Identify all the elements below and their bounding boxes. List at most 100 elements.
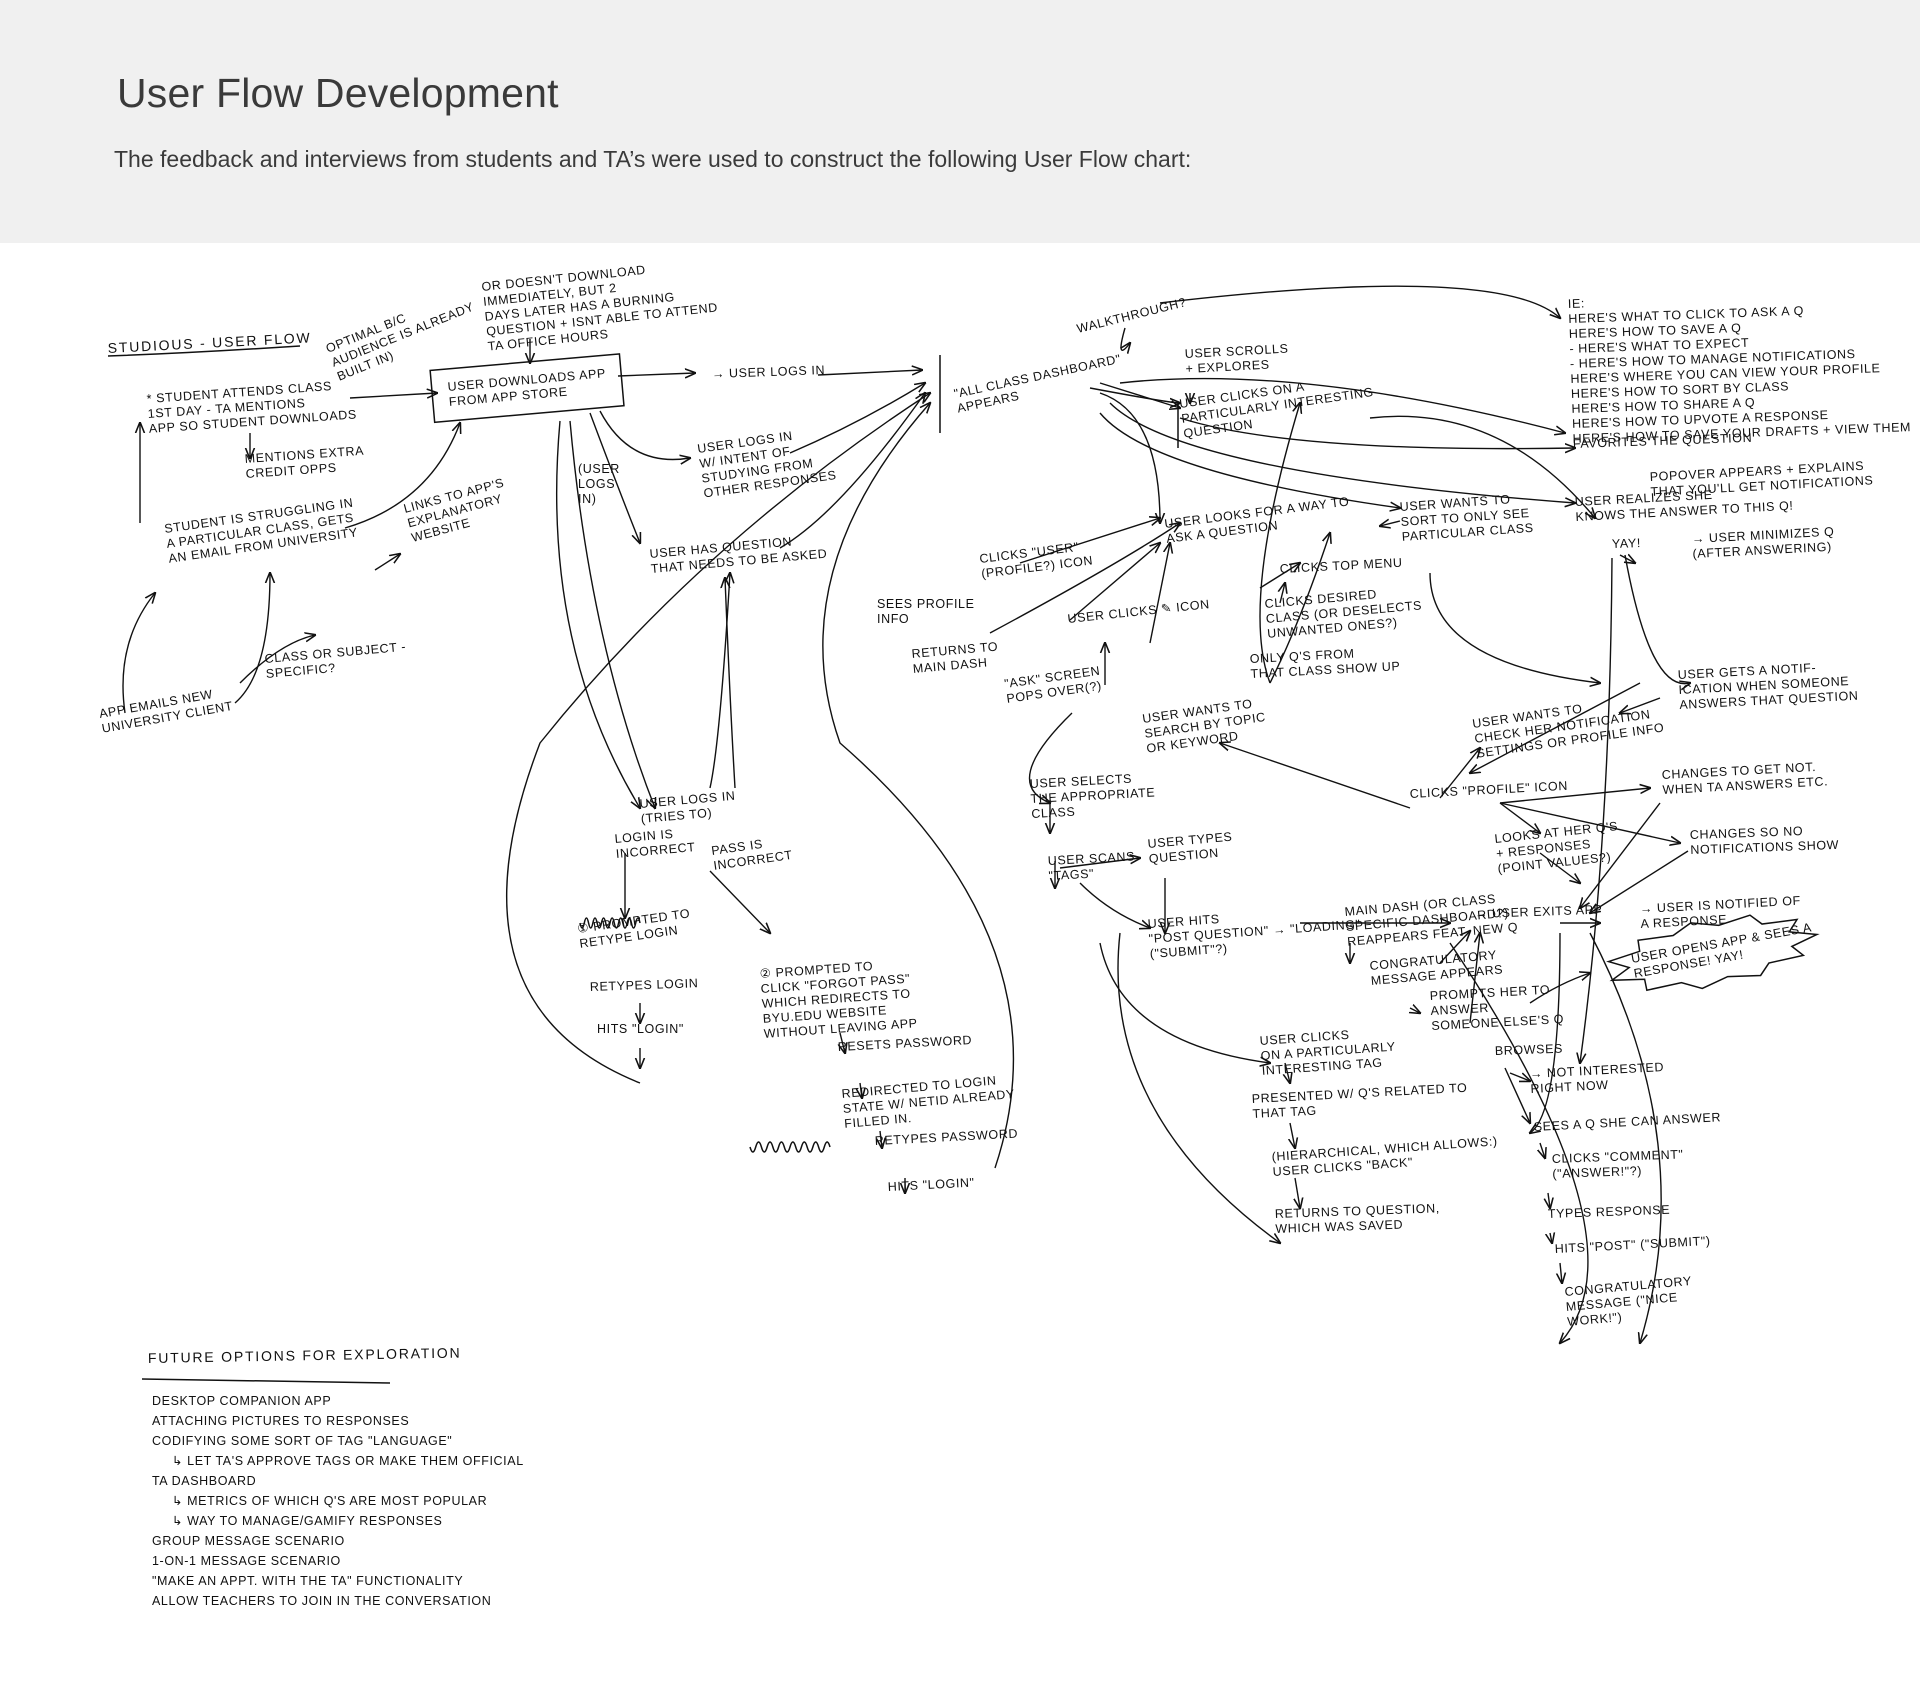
flow-arrow xyxy=(1119,377,1565,433)
flow-arrow xyxy=(1580,557,1613,1063)
flow-arrow xyxy=(1099,392,1160,523)
flow-arrow xyxy=(1159,285,1560,318)
flow-arrow xyxy=(1220,743,1411,809)
flow-node-hits-post: hits "post" ("submit") xyxy=(1554,1234,1710,1256)
node-text-line: prompts her to xyxy=(1429,983,1550,1003)
flow-arrow xyxy=(1504,1067,1530,1123)
node-text-line: clicks "profile" icon xyxy=(1409,779,1568,801)
flow-arrow xyxy=(349,393,437,398)
flow-node-student-struggling: Student is struggling ina particular cla… xyxy=(163,496,358,566)
flow-node-congrats-nice: congratulatorymessage ("nicework!") xyxy=(1564,1274,1692,1329)
flow-node-mentions-extra: mentions extracredit opps xyxy=(244,444,364,481)
flow-arrow xyxy=(1109,402,1575,503)
flow-arrow xyxy=(1529,973,1590,1004)
flow-node-prompted-forgot: ② prompted toclick "forgot pass"which re… xyxy=(759,959,918,1041)
flow-arrow xyxy=(1470,682,1641,773)
node-text-line: class or subject - xyxy=(264,640,407,666)
flow-node-user-looks: user looks for a way toask a question xyxy=(1164,494,1350,545)
flow-node-user-selects: user selectsthe appropriateclass xyxy=(1029,772,1155,821)
flow-arrow xyxy=(1280,583,1285,604)
page-header: User Flow Development The feedback and i… xyxy=(0,0,1920,243)
flow-node-hits-login-2: hits "login" xyxy=(887,1175,975,1194)
future-option-item: "make an appt. with the TA" functionalit… xyxy=(152,1574,463,1588)
flow-arrow xyxy=(556,420,640,808)
flow-arrow xyxy=(1295,1177,1300,1208)
flow-arrow xyxy=(1179,417,1575,449)
flow-arrow xyxy=(1509,1072,1530,1081)
flow-arrow xyxy=(1028,712,1073,803)
flow-arrow xyxy=(569,420,655,808)
node-text-line: question xyxy=(1148,846,1219,866)
flow-node-prompted-retype: ① prompted toretype login xyxy=(576,906,691,951)
node-text-line: someone else's Q xyxy=(1431,1012,1564,1033)
node-text-line: incorrect xyxy=(615,840,696,861)
node-text-line: user clicks ✎ icon xyxy=(1067,597,1211,626)
flow-edges xyxy=(122,285,1690,1343)
flow-arrow xyxy=(1019,518,1160,564)
flow-arrow xyxy=(1439,748,1480,799)
page-subtitle: The feedback and interviews from student… xyxy=(114,146,1192,172)
flow-node-user-wants-search: user wants tosearch by topicor keyword xyxy=(1141,697,1266,756)
flow-arrow xyxy=(1259,563,1300,589)
future-option-item: Desktop companion app xyxy=(152,1394,331,1408)
flow-node-resets-password: resets password xyxy=(837,1033,972,1054)
flow-arrow xyxy=(1069,543,1160,621)
node-text-line: here's how to share a Q xyxy=(1571,396,1755,416)
flow-node-user-wants-check: user wants tocheck her notificationsetti… xyxy=(1471,702,1665,761)
flow-node-user-clicks-tag: user clickson a particularlyinteresting … xyxy=(1259,1028,1396,1078)
node-text-line: logs xyxy=(578,477,615,491)
flow-node-user-has-question: user has questionthat needs to be asked xyxy=(649,535,828,576)
future-options-title: Future options for exploration xyxy=(148,1345,462,1366)
flow-node-presented: presented w/ Q's related tothat tag xyxy=(1251,1081,1467,1121)
flow-arrow xyxy=(1380,521,1401,526)
flow-node-clicks-desired: clicks desiredclass (or deselectsunwante… xyxy=(1264,587,1423,641)
node-text-line: "tags" xyxy=(1048,867,1094,883)
flow-node-redirected: redirected to loginstate w/ netid alread… xyxy=(841,1073,1015,1131)
flow-arrow xyxy=(1429,572,1600,683)
node-text-line: user scrolls xyxy=(1184,342,1288,361)
flow-arrow xyxy=(1499,802,1540,833)
flow-node-not-interested: → not interestedright now xyxy=(1529,1060,1664,1096)
flow-node-pass-incorrect: pass isincorrect xyxy=(710,837,793,873)
flow-arrow xyxy=(1059,858,1140,869)
flow-arrow xyxy=(1285,1062,1290,1083)
node-text-line: favorites the question xyxy=(1573,431,1753,451)
flow-arrow xyxy=(789,383,925,454)
node-text-line: + explores xyxy=(1185,358,1270,376)
node-text-line: which was saved xyxy=(1275,1218,1403,1236)
node-text-line: user selects xyxy=(1029,772,1132,791)
node-text-line: ("answer!"?) xyxy=(1552,1164,1642,1181)
flow-node-user-exits: → user exits app xyxy=(1475,903,1603,921)
node-text-line: info xyxy=(877,612,909,626)
node-text-line: credit opps xyxy=(245,461,337,481)
flow-arrow xyxy=(779,393,925,549)
node-text-line: specific? xyxy=(265,661,336,681)
flow-node-yay: yay! xyxy=(1612,536,1642,551)
node-text-line: "All class dashboard" xyxy=(953,352,1123,401)
node-text-line: right now xyxy=(1530,1078,1609,1096)
node-text-line: IE: xyxy=(1568,296,1586,311)
node-text-line: sees profile xyxy=(877,597,975,611)
node-text-line: ("submit"?) xyxy=(1149,942,1228,961)
flow-node-user-logs-in-intent: user logs inw/ intent ofstudying fromoth… xyxy=(696,429,837,501)
node-text-line: changes so no xyxy=(1690,824,1804,842)
flow-node-user-scrolls: user scrolls+ explores xyxy=(1184,342,1288,376)
flow-node-changes-get-not: changes to get not.when TA answers etc. xyxy=(1661,760,1828,797)
flow-arrow xyxy=(1560,1262,1562,1283)
node-text-line: a response xyxy=(1640,912,1727,931)
flow-node-user-types-q: user typesquestion xyxy=(1147,830,1233,866)
flow-node-app-emails: App emails newuniversity client xyxy=(98,687,234,736)
flow-arrow xyxy=(344,423,460,529)
node-text-line: filled in. xyxy=(844,1111,913,1131)
flow-node-looks-at-qs: looks at her Q's+ responses(point values… xyxy=(1494,819,1619,876)
flow-arrow xyxy=(1117,932,1280,1243)
flow-node-clicks-comment: clicks "comment"("answer!"?) xyxy=(1552,1147,1684,1181)
node-text-line: yay! xyxy=(1612,536,1642,551)
bracket-line xyxy=(939,355,1179,448)
node-box-outline xyxy=(429,353,625,424)
flow-node-prompts-her: prompts her toanswersomeone else's Q xyxy=(1429,983,1564,1033)
node-text-line: user clicks xyxy=(1259,1028,1350,1048)
node-text-line: (tries to) xyxy=(640,806,712,826)
flow-node-or-doesnt: or doesn't downloadimmediately, but 2day… xyxy=(481,263,719,354)
crossed-out-scribble xyxy=(749,1141,831,1153)
